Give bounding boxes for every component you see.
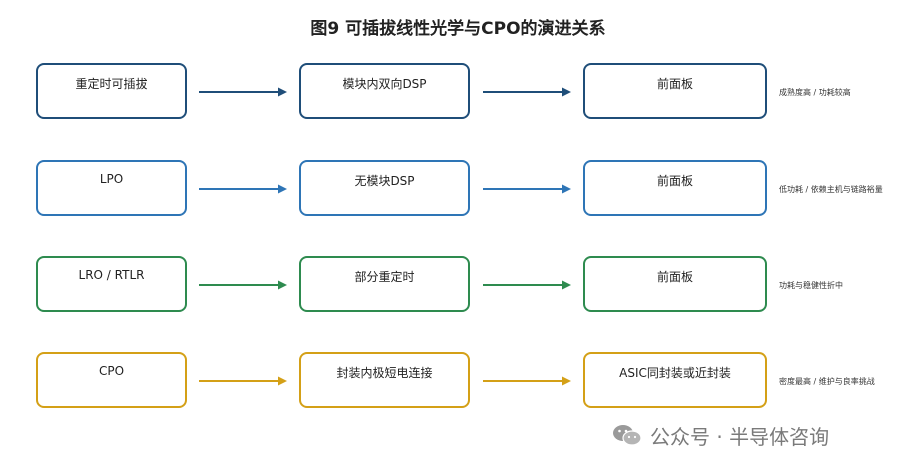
arrow-head-2-0 <box>278 280 287 290</box>
row-cpo: CPO 封装内极短电连接 ASIC同封装或近封装 密度最高 / 维护与良率挑战 <box>0 352 916 412</box>
arrow-head-1-1 <box>562 184 571 194</box>
arrow-head-2-1 <box>562 280 571 290</box>
row-note: 成熟度高 / 功耗较高 <box>779 88 851 97</box>
stage2-box: 部分重定时 <box>299 256 470 312</box>
arrow-head-1-0 <box>278 184 287 194</box>
stage1-box: LPO <box>36 160 187 216</box>
diagram-title: 图9 可插拔线性光学与CPO的演进关系 <box>310 19 606 39</box>
footer-watermark: 公众号 · 半导体咨询 <box>612 422 830 449</box>
stage2-box: 无模块DSP <box>299 160 470 216</box>
stage3-box: 前面板 <box>583 256 767 312</box>
stage3-box: 前面板 <box>583 160 767 216</box>
stage2-box: 封装内极短电连接 <box>299 352 470 408</box>
stage1-box: 重定时可插拔 <box>36 63 187 119</box>
arrow-head-3-0 <box>278 376 287 386</box>
arrow-head-0-1 <box>562 87 571 97</box>
arrow-head-0-0 <box>278 87 287 97</box>
wechat-icon <box>613 425 642 446</box>
stage1-box: LRO / RTLR <box>36 256 187 312</box>
row-retimed-pluggable: 重定时可插拔 模块内双向DSP 前面板 成熟度高 / 功耗较高 <box>0 63 916 123</box>
row-note: 功耗与稳健性折中 <box>779 281 843 290</box>
footer-text: 公众号 · 半导体咨询 <box>650 424 830 449</box>
stage3-box: 前面板 <box>583 63 767 119</box>
stage2-box: 模块内双向DSP <box>299 63 470 119</box>
row-lro-rtlr: LRO / RTLR 部分重定时 前面板 功耗与稳健性折中 <box>0 256 916 316</box>
row-note: 密度最高 / 维护与良率挑战 <box>779 377 875 386</box>
row-note: 低功耗 / 依赖主机与链路裕量 <box>779 185 883 194</box>
stage3-box: ASIC同封装或近封装 <box>583 352 767 408</box>
arrow-head-3-1 <box>562 376 571 386</box>
stage1-box: CPO <box>36 352 187 408</box>
row-lpo: LPO 无模块DSP 前面板 低功耗 / 依赖主机与链路裕量 <box>0 160 916 220</box>
